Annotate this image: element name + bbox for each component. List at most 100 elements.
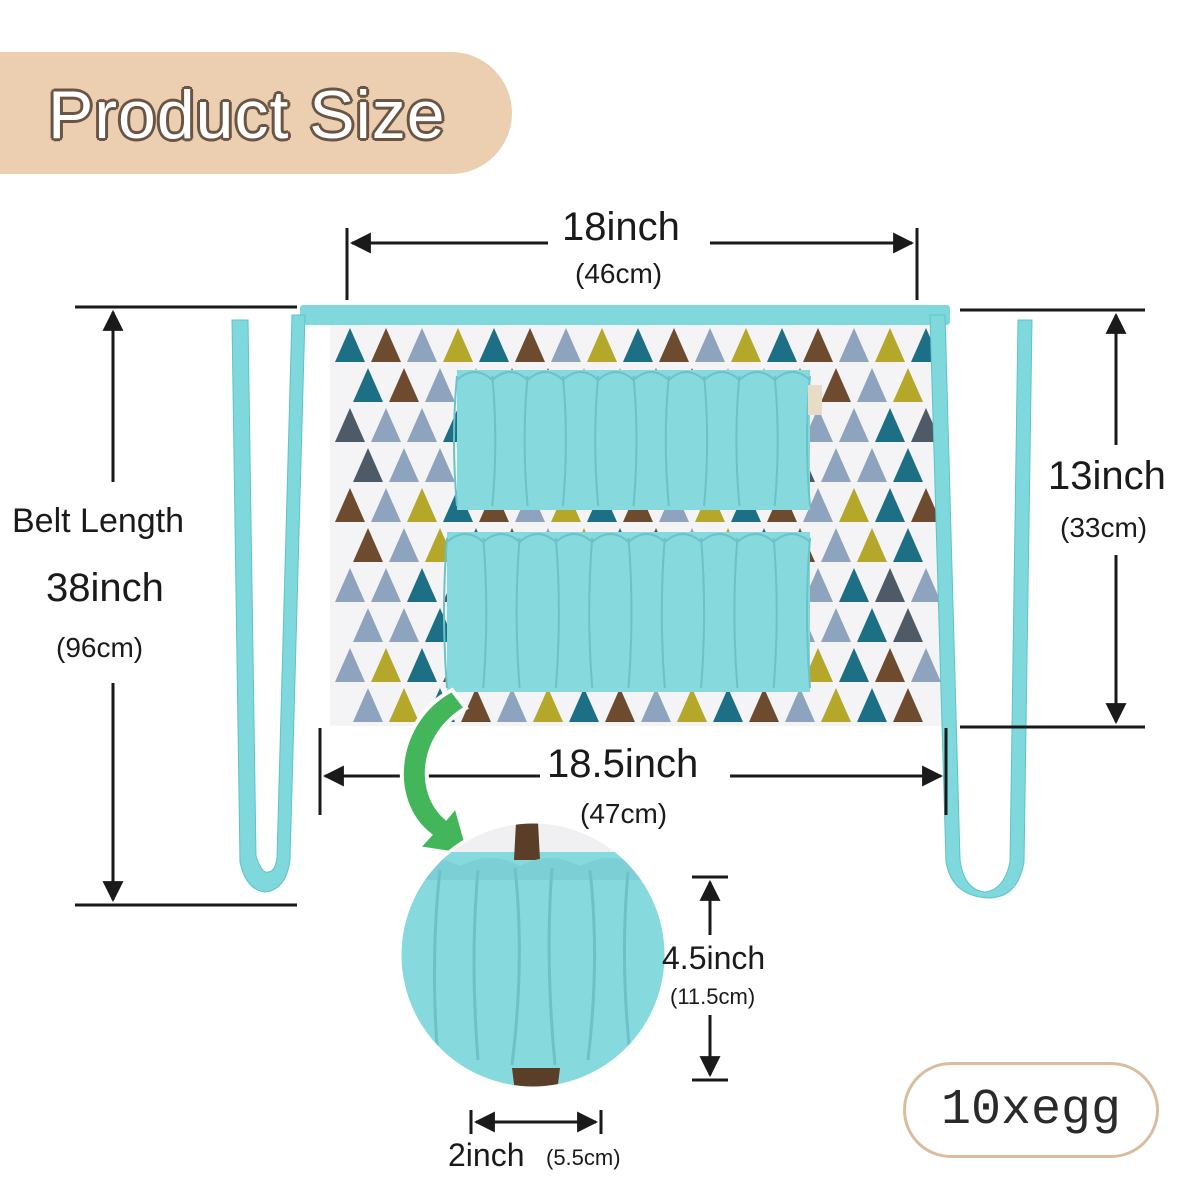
pattern-triangle [803,568,833,602]
pattern-triangle [875,648,905,682]
pocket-pleat [443,537,448,689]
pattern-triangle [389,688,419,722]
pattern-triangle [875,568,905,602]
pattern-triangle [821,368,851,402]
zoom-arrow [399,687,473,859]
pattern-triangle [641,688,671,722]
left-strap [231,314,306,893]
pocket-elastic-edge [456,371,811,382]
waist-band [300,305,950,325]
pattern-triangle [803,488,833,522]
pattern-triangle [875,488,905,522]
pattern-triangle [803,328,833,362]
pattern-triangle [857,448,887,482]
product-size-banner: Product Size [0,52,512,174]
pocket-pleat [453,375,458,507]
pattern-triangle [515,328,545,362]
bottom-width-inch: 18.5inch [547,742,699,786]
pattern-triangle [389,608,419,642]
pattern-triangle [893,528,923,562]
pocket-pleat [554,537,560,689]
pattern-triangle [335,488,365,522]
brand-tag [808,385,822,415]
pocket-pleat [491,375,497,507]
top-width-inch: 18inch [562,205,680,249]
pattern-triangle [713,688,743,722]
pattern-triangle [875,328,905,362]
pattern-triangle [803,408,833,442]
pocket-zoom-lens [400,822,666,1088]
pattern-triangle [839,648,869,682]
pattern-triangle [353,368,383,402]
right-strap [929,314,1033,899]
pattern-triangle [569,688,599,722]
pattern-triangle [335,408,365,442]
pattern-triangle [839,488,869,522]
pattern-triangle [821,448,851,482]
pattern-triangle [911,568,941,602]
pattern-triangle [371,568,401,602]
pattern-triangle [407,488,437,522]
pattern-triangle [677,688,707,722]
pattern-triangle [857,368,887,402]
pattern-triangle [551,328,581,362]
pattern-triangle [893,448,923,482]
pattern-triangle [659,328,689,362]
pocket-height-cm: (11.5cm) [670,984,756,1009]
pocket-pleat [627,537,633,689]
pattern-triangle [497,688,527,722]
pattern-triangle [605,688,635,722]
pattern-triangle [857,608,887,642]
pattern-triangle [461,688,491,722]
pattern-triangle [803,648,833,682]
pattern-triangle [821,608,851,642]
bottom-width-cm: (47cm) [580,798,668,829]
pattern-triangle [335,568,365,602]
pocket-pleat [733,537,739,689]
pattern-triangle [425,448,455,482]
pattern-triangle [533,688,563,722]
pattern-triangle [839,328,869,362]
pattern-triangle [335,328,365,362]
pattern-triangle [821,688,851,722]
pocket-pleat [660,537,666,689]
pattern-triangle [389,528,419,562]
pattern-triangle [335,648,365,682]
pocket-pleat [482,537,488,689]
pattern-triangle [695,328,725,362]
upper-pocket-row [453,370,811,510]
pocket-pleat [561,375,567,507]
pattern-triangle [353,608,383,642]
height-inch: 13inch [1048,454,1166,498]
pattern-triangle [389,368,419,402]
pocket-elastic-edge [446,533,811,544]
dimension-lines [75,228,1145,1134]
pocket-pleat [772,537,778,689]
pattern-triangle [821,528,851,562]
pocket-pleat [523,375,529,507]
top-width-cm: (46cm) [575,258,663,289]
pattern-triangle [353,448,383,482]
pocket-width-inch: 2inch [448,1137,525,1173]
lower-pocket-row [443,532,811,692]
pattern-triangle [623,328,653,362]
pattern-triangle [425,368,455,402]
pattern-triangle [407,648,437,682]
pocket-pleat [700,537,706,689]
egg-capacity-badge: 10xegg [903,1062,1159,1158]
pattern-triangle [749,688,779,722]
pocket-pleat [806,537,811,689]
pocket-pleat [773,375,779,507]
pattern-triangle [371,648,401,682]
pattern-triangle [857,528,887,562]
pocket-pleat [664,375,670,507]
pattern-triangle [893,368,923,402]
pattern-triangle [371,408,401,442]
height-cm: (33cm) [1060,512,1148,543]
pattern-triangle [371,328,401,362]
pattern-triangle [587,328,617,362]
pocket-pleat [703,375,709,507]
pattern-triangle [371,488,401,522]
pattern-triangle [893,688,923,722]
